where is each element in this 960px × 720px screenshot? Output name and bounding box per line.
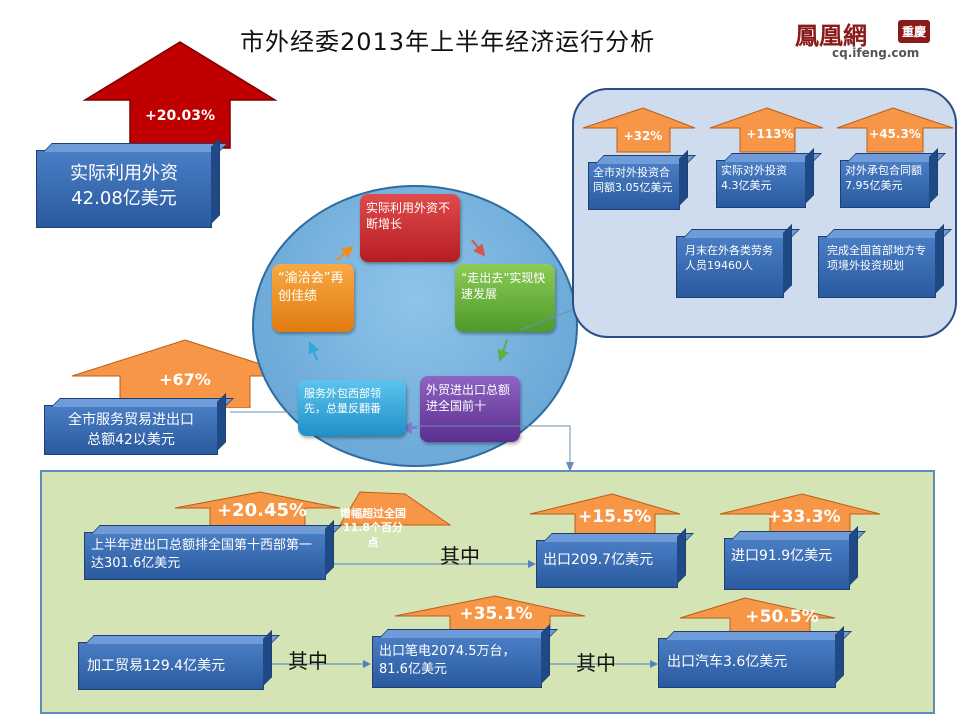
actual-investment-box: 实际对外投资4.3亿美元 — [716, 160, 806, 208]
import-growth: +33.3% — [767, 507, 841, 527]
export-box: 出口209.7亿美元 — [536, 540, 678, 588]
import-box: 进口91.9亿美元 — [724, 538, 850, 590]
cycle-arrows — [308, 239, 509, 434]
investment-contract-text: 全市对外投资合同额3.05亿美元 — [593, 166, 673, 195]
investment-plan-box: 完成全国首部地方专项境外投资规划 — [818, 236, 936, 298]
cycle-node-expo: “渝洽会”再创佳绩 — [272, 264, 354, 332]
of-which-label-3: 其中 — [576, 651, 616, 675]
contract-engineering-growth: +45.3% — [869, 127, 921, 141]
trade-total-box: 上半年进出口总额排全国第十西部第一达301.6亿美元 — [84, 532, 326, 580]
foreign-capital-line1: 实际利用外资 — [70, 163, 178, 184]
investment-plan-text: 完成全国首部地方专项境外投资规划 — [827, 244, 926, 273]
contract-engineering-box: 对外承包合同额7.95亿美元 — [840, 160, 930, 208]
of-which-label-2: 其中 — [288, 649, 328, 673]
page-title: 市外经委2013年上半年经济运行分析 — [240, 28, 656, 56]
trade-total-growth: +20.45% — [216, 500, 308, 521]
of-which-label-1: 其中 — [440, 544, 480, 568]
cycle-node-outsourcing: 服务外包西部领先，总量反翻番 — [298, 380, 406, 436]
laptop-export-box: 出口笔电2074.5万台，81.6亿美元 — [372, 636, 542, 688]
logo-badge: 重慶 — [898, 20, 931, 43]
trade-growth-note: 增幅超过全国11.8个百分点 — [340, 507, 406, 549]
trade-total-text: 上半年进出口总额排全国第十西部第一达301.6亿美元 — [91, 538, 313, 572]
cycle-node-foreign-capital: 实际利用外资不断增长 — [360, 194, 460, 262]
car-export-growth: +50.5% — [745, 607, 819, 627]
ifeng-logo: 鳳凰網 — [795, 21, 867, 50]
investment-contract-box: 全市对外投资合同额3.05亿美元 — [588, 162, 680, 210]
processing-trade-text: 加工贸易129.4亿美元 — [87, 658, 226, 674]
right-panel-arrows — [582, 107, 954, 153]
export-growth: +15.5% — [578, 507, 652, 527]
foreign-capital-line2: 42.08亿美元 — [71, 188, 177, 210]
cycle-node-foreign-trade: 外贸进出口总额进全国前十 — [420, 376, 520, 442]
cycle-node-going-out: “走出去”实现快速发展 — [455, 264, 555, 332]
logo-url: cq.ifeng.com — [832, 46, 920, 60]
foreign-capital-box: 实际利用外资 42.08亿美元 — [36, 150, 212, 228]
laptop-export-growth: +35.1% — [459, 604, 533, 624]
processing-trade-box: 加工贸易129.4亿美元 — [78, 642, 264, 690]
investment-contract-growth: +32% — [623, 129, 663, 143]
export-text: 出口209.7亿美元 — [543, 552, 654, 568]
service-trade-line1: 全市服务贸易进出口 — [68, 412, 194, 428]
service-trade-line2: 总额42以美元 — [87, 432, 175, 449]
service-trade-growth-label: +67% — [159, 370, 211, 389]
car-export-box: 出口汽车3.6亿美元 — [658, 638, 836, 688]
workers-abroad-text: 月末在外各类劳务人员19460人 — [685, 244, 773, 273]
laptop-export-text: 出口笔电2074.5万台，81.6亿美元 — [379, 644, 516, 678]
contract-engineering-text: 对外承包合同额7.95亿美元 — [845, 164, 922, 193]
actual-investment-growth: +113% — [746, 127, 794, 141]
import-text: 进口91.9亿美元 — [731, 548, 833, 564]
foreign-capital-growth-label: +20.03% — [144, 108, 216, 124]
service-trade-box: 全市服务贸易进出口 总额42以美元 — [44, 405, 218, 455]
actual-investment-text: 实际对外投资4.3亿美元 — [721, 164, 787, 193]
workers-abroad-box: 月末在外各类劳务人员19460人 — [676, 236, 784, 298]
car-export-text: 出口汽车3.6亿美元 — [667, 654, 788, 670]
